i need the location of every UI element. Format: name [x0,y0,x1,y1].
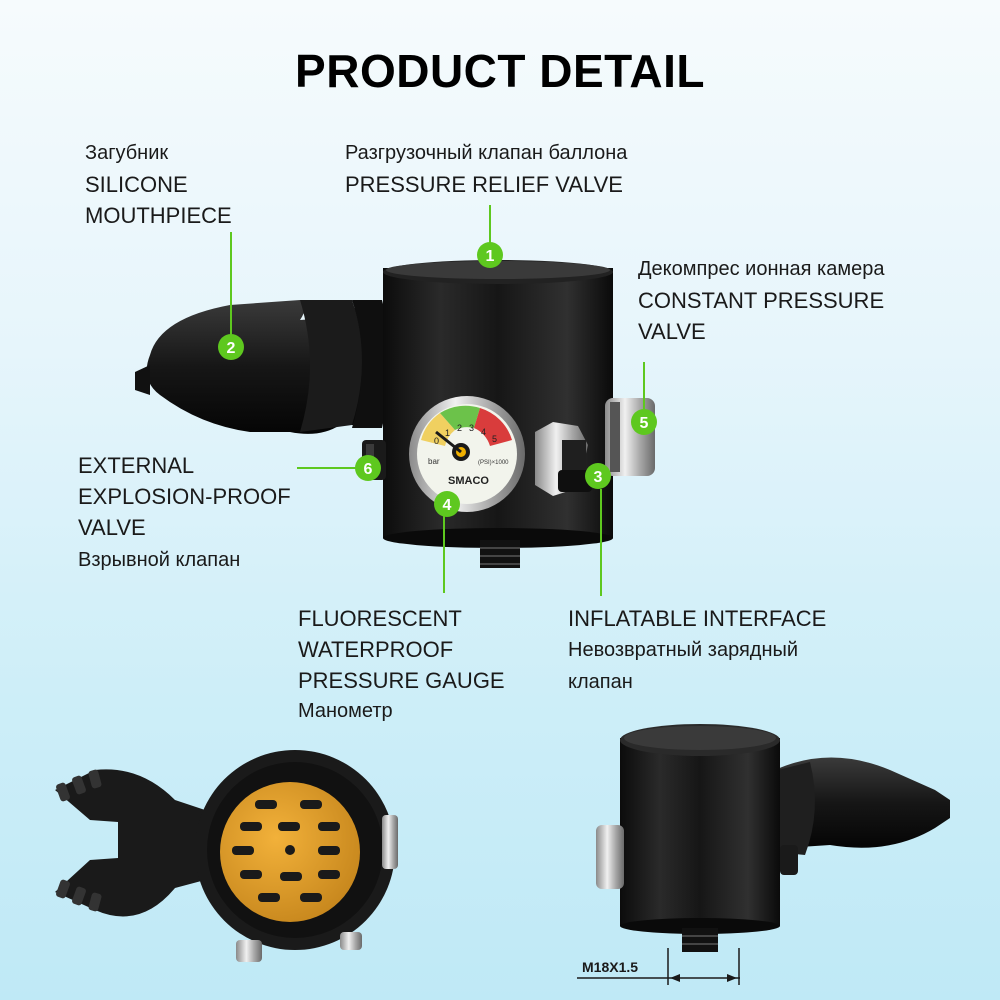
callout-3-en1: INFLATABLE INTERFACE [568,606,827,631]
gauge-brand: SMACO [448,475,489,487]
callout-badge-1: 1 [477,242,503,268]
callout-badge-4: 4 [434,491,460,517]
callout-badge-3: 3 [585,463,611,489]
callout-2-ru: Загубник [85,142,169,164]
gauge-scale-note: (PSI)×1000 [478,460,509,466]
callout-badge-6: 6 [355,455,381,481]
gauge-tick-3: 3 [469,423,474,433]
gauge-tick-5: 5 [492,434,497,444]
callout-1-number: 1 [486,248,495,265]
callout-6-ru: Взрывной клапан [78,549,241,571]
callout-1-ru: Разгрузочный клапан баллона [345,142,628,164]
gauge-tick-2: 2 [457,423,462,433]
callout-5-label: Декомпрес ионная камера CONSTANT PRESSUR… [638,254,884,347]
callout-6-number: 6 [364,461,373,478]
callout-1-label: Разгрузочный клапан баллона PRESSURE REL… [345,138,627,200]
regulator-side-view-icon [577,724,950,985]
gauge-tick-1: 1 [445,428,450,438]
callout-6-en1: EXTERNAL [78,453,195,478]
callout-4-en2: WATERPROOF [298,637,454,662]
thread-size-label: M18X1.5 [582,959,638,975]
callout-6-label: EXTERNAL EXPLOSION-PROOF VALVE Взрывной … [78,450,291,576]
callout-5-number: 5 [640,415,649,432]
gauge-unit: bar [428,457,440,466]
callout-2-label: Загубник SILICONE MOUTHPIECE [85,138,232,231]
callout-badge-5: 5 [631,409,657,435]
page-title: PRODUCT DETAIL [295,45,705,97]
callout-4-en3: PRESSURE GAUGE [298,668,505,693]
callout-2-en2: MOUTHPIECE [85,203,232,228]
callout-4-en1: FLUORESCENT [298,606,462,631]
inflatable-interface-icon [535,422,592,496]
callout-6-en2: EXPLOSION-PROOF [78,484,291,509]
callout-5-ru: Декомпрес ионная камера [638,258,885,280]
callout-3-ru2: клапан [568,671,633,693]
callout-5-en1: CONSTANT PRESSURE [638,288,885,313]
callout-2-number: 2 [227,340,236,357]
regulator-main-view: 0 1 2 3 4 5 bar (PSI)×1000 SMACO [135,260,655,568]
gauge-tick-0: 0 [434,436,439,446]
callout-4-number: 4 [443,497,452,514]
callout-4-label: FLUORESCENT WATERPROOF PRESSURE GAUGE Ма… [298,603,505,727]
callout-6-en3: VALVE [78,515,146,540]
callout-2-en1: SILICONE [85,172,188,197]
callout-1-en1: PRESSURE RELIEF VALVE [345,172,623,197]
callout-5-en2: VALVE [638,319,706,344]
callout-4-ru: Манометр [298,700,393,722]
regulator-front-view-icon [55,750,398,962]
pressure-gauge-icon: 0 1 2 3 4 5 bar (PSI)×1000 SMACO [409,396,525,512]
callout-3-ru1: Невозвратный зарядный [568,639,799,661]
callout-lines [230,205,645,596]
mouthpiece-icon [135,300,390,434]
gauge-tick-4: 4 [481,427,486,437]
callout-3-label: INFLATABLE INTERFACE Невозвратный зарядн… [568,603,826,697]
callout-3-number: 3 [594,469,603,486]
callout-badge-2: 2 [218,334,244,360]
